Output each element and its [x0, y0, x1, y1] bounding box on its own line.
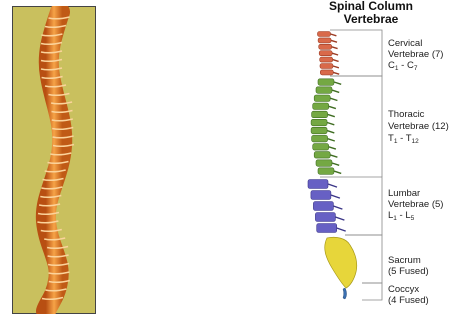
cervical-vertebra-process	[332, 53, 338, 55]
thoracic-vertebra	[318, 168, 334, 175]
cervical-vertebra-process	[333, 66, 339, 68]
cervical-vertebra	[318, 32, 331, 37]
cervical-vertebra-process	[332, 47, 338, 49]
thoracic-vertebra	[312, 135, 328, 142]
thoracic-vertebra-process	[332, 90, 339, 92]
cervical-label-range: C1 - C7	[388, 60, 417, 71]
thoracic-vertebrae	[311, 79, 341, 175]
range-letter: C	[388, 60, 395, 71]
lumbar-label-range: L1 - L5	[388, 210, 414, 221]
thoracic-vertebra-process	[334, 82, 341, 84]
lumbar-vertebra-process	[328, 184, 337, 187]
thoracic-vertebra	[316, 160, 332, 167]
range-start: 1	[393, 215, 397, 222]
thoracic-vertebra-process	[328, 114, 335, 116]
thoracic-vertebra	[312, 111, 328, 118]
thoracic-vertebra-process	[329, 147, 336, 149]
thoracic-vertebra	[311, 119, 327, 126]
thoracic-bracket	[330, 76, 382, 177]
lumbar-label-name: Lumbar	[388, 188, 420, 199]
cervical-vertebra	[320, 57, 333, 62]
thoracic-label-range: T1 - T12	[388, 133, 419, 144]
cervical-vertebra	[319, 51, 332, 56]
cervical-vertebra-process	[333, 72, 339, 74]
thoracic-vertebra	[316, 87, 332, 94]
range-start: 1	[395, 65, 399, 72]
lumbar-vertebra-process	[335, 217, 344, 220]
thoracic-vertebra-process	[330, 98, 337, 100]
range-end: 12	[412, 138, 419, 145]
cervical-vertebra	[319, 44, 332, 49]
range-start: 1	[394, 138, 398, 145]
lumbar-vertebrae	[308, 180, 346, 233]
lumbar-vertebra	[311, 191, 331, 200]
lumbar-vertebra-process	[333, 206, 342, 209]
lumbar-vertebra	[313, 202, 333, 211]
lumbar-vertebra	[315, 213, 335, 222]
cervical-bracket	[330, 30, 382, 76]
thoracic-vertebra	[313, 103, 329, 110]
thoracic-vertebra	[318, 79, 334, 86]
thoracic-vertebra-process	[327, 123, 334, 125]
sacrum-label-name: Sacrum	[388, 255, 421, 266]
lumbar-vertebra-process	[331, 195, 340, 198]
cervical-vertebra	[320, 70, 333, 75]
thoracic-vertebra-process	[332, 163, 339, 165]
cervical-vertebra	[318, 38, 331, 43]
thoracic-vertebra-process	[327, 131, 334, 133]
sacrum-shape	[325, 237, 357, 288]
lumbar-vertebra-process	[337, 228, 346, 231]
thoracic-vertebra-process	[328, 139, 335, 141]
thoracic-vertebra	[311, 127, 327, 134]
thoracic-vertebra	[313, 144, 329, 151]
range-end: 5	[411, 215, 415, 222]
coccyx-bracket	[362, 283, 382, 300]
cervical-vertebra-process	[331, 40, 337, 42]
cervical-vertebrae	[318, 32, 340, 75]
thoracic-vertebra	[314, 95, 330, 102]
thoracic-label-count: Vertebrae (12)	[388, 121, 449, 132]
thoracic-vertebra	[314, 152, 330, 159]
thoracic-label-name: Thoracic	[388, 109, 424, 120]
coccyx-shape	[343, 288, 347, 299]
sacrum-label-count: (5 Fused)	[388, 266, 429, 277]
thoracic-vertebra-process	[329, 106, 336, 108]
range-letter: C	[407, 60, 414, 71]
thoracic-vertebra-process	[334, 171, 341, 173]
lumbar-vertebra	[308, 180, 328, 189]
cervical-label-name: Cervical	[388, 38, 422, 49]
lumbar-vertebra	[317, 224, 337, 233]
coccyx-label-name: Coccyx	[388, 284, 419, 295]
range-end: 7	[414, 65, 418, 72]
thoracic-vertebra-process	[330, 155, 337, 157]
cervical-label-count: Vertebrae (7)	[388, 49, 443, 60]
diagram-subtitle: Vertebrae	[296, 13, 446, 26]
cervical-vertebra	[320, 64, 333, 69]
lumbar-label-count: Vertebrae (5)	[388, 199, 443, 210]
coccyx-label-count: (4 Fused)	[388, 295, 429, 306]
cervical-vertebra-process	[331, 34, 337, 36]
cervical-vertebra-process	[333, 60, 339, 62]
